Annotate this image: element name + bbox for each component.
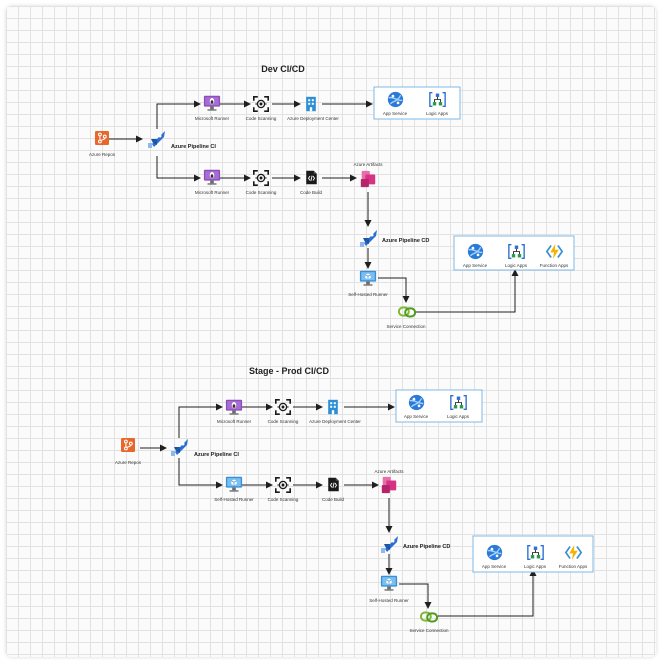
prod-artifacts-icon[interactable] [381,476,397,494]
dev-app-service-cd-icon[interactable] [467,243,484,260]
prod-code-scan-bottom-label: Code Scanning [268,497,299,502]
dev-code-build-label: Code Build [300,190,323,195]
prod-app-service-cd-icon[interactable] [486,544,503,561]
prod-pipeline-ci-icon[interactable] [171,439,188,456]
prod-pipeline-ci-label: Azure Pipeline CI [194,452,239,458]
prod-code-build-label: Code Build [322,497,345,502]
prod-self-hosted-ci-label: Self-Hosted Runner [214,497,254,502]
prod-code-build-icon[interactable] [327,477,340,492]
diagram-svg: Dev CI/CD Azure Repos Microsoft Runner C… [89,64,594,633]
prod-azure-repos-icon[interactable] [121,437,135,453]
dev-logic-apps-top-label: Logic Apps [426,111,449,116]
prod-function-apps-cd-label: Function Apps [559,564,588,569]
prod-service-connection-label: Service Connection [409,628,449,633]
prod-self-hosted-ci-icon[interactable] [225,476,243,493]
dev-pipeline-cd-icon[interactable] [360,230,377,247]
diagram-canvas: Dev CI/CD Azure Repos Microsoft Runner C… [6,6,656,657]
dev-deploy-center-label: Azure Deployment Center [287,116,339,121]
dev-app-service-top-label: App Service [383,111,408,116]
dev-function-apps-cd-label: Function Apps [540,263,569,268]
prod-code-scan-bottom-icon[interactable] [275,477,291,493]
dev-self-hosted-label: Self-Hosted Runner [348,292,388,297]
dev-app-service-top-icon[interactable] [387,91,404,108]
prod-ms-runner-top-icon[interactable] [225,399,243,415]
prod-self-hosted-cd-icon[interactable] [380,575,398,592]
prod-repos-label: Azure Repos [115,460,142,465]
dev-code-build-icon[interactable] [305,170,318,185]
dev-deploy-center-icon[interactable] [306,96,316,112]
prod-self-hosted-cd-label: Self-Hosted Runner [369,598,409,603]
prod-code-scan-top-label: Code Scanning [268,419,299,424]
dev-code-scan-bottom-icon[interactable] [253,170,269,186]
prod-logic-apps-cd-label: Logic Apps [524,564,547,569]
dev-artifacts-label: Azure Artifacts [353,162,383,167]
dev-ms-runner-top-label: Microsoft Runner [195,116,230,121]
prod-pipeline-cd-icon[interactable] [381,536,398,553]
dev-self-hosted-runner-icon[interactable] [359,270,377,287]
dev-connectors [108,100,519,313]
prod-ms-runner-top-label: Microsoft Runner [217,419,252,424]
dev-ms-runner-top-icon[interactable] [203,95,221,111]
prod-deploy-center-icon[interactable] [328,399,338,415]
prod-app-service-top-icon[interactable] [408,394,425,411]
dev-service-connection-label: Service Connection [386,324,426,329]
dev-code-scan-top-label: Code Scanning [246,116,277,121]
dev-app-service-cd-label: App Service [463,263,488,268]
dev-pipeline-ci-icon[interactable] [148,131,165,148]
dev-logic-apps-cd-label: Logic Apps [505,263,528,268]
prod-code-scan-top-icon[interactable] [275,399,291,415]
dev-artifacts-icon[interactable] [360,170,376,188]
dev-code-scan-top-icon[interactable] [253,96,269,112]
dev-pipeline-ci-label: Azure Pipeline CI [171,144,216,150]
prod-logic-apps-top-label: Logic Apps [447,414,470,419]
dev-repos-label: Azure Repos [89,152,116,157]
prod-deploy-center-label: Azure Deployment Center [309,419,361,424]
prod-pipeline-cd-label: Azure Pipeline CD [403,544,450,550]
prod-title: Stage - Prod CI/CD [249,366,330,376]
dev-ms-runner-bottom-icon[interactable] [203,169,221,185]
prod-connectors [140,403,537,617]
dev-azure-repos-icon[interactable] [95,130,109,146]
dev-ms-runner-bottom-label: Microsoft Runner [195,190,230,195]
dev-code-scan-bottom-label: Code Scanning [246,190,277,195]
dev-service-connection-icon[interactable] [398,306,416,318]
prod-app-service-cd-label: App Service [482,564,507,569]
prod-artifacts-label: Azure Artifacts [374,469,404,474]
prod-app-service-top-label: App Service [404,414,429,419]
dev-title: Dev CI/CD [261,64,305,74]
prod-service-connection-icon[interactable] [420,611,438,623]
dev-pipeline-cd-label: Azure Pipeline CD [382,238,429,244]
